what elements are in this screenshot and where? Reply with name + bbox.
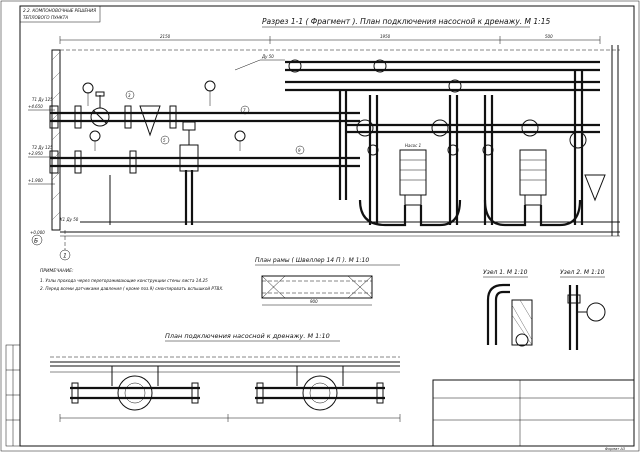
- wall-right: [611, 45, 619, 236]
- svg-text:5: 5: [163, 138, 166, 143]
- sheet-header: 2.2. КОМПОНОВОЧНЫЕ РЕШЕНИЯ ТЕПЛОВОГО ПУН…: [19, 5, 101, 23]
- pipeline-lower: T2 Ду 125: [32, 145, 360, 174]
- pipeline-upper: T1 Ду 125: [32, 97, 360, 129]
- note-1: 1. Узлы прохода через перегораживающие к…: [40, 278, 208, 283]
- dim-a: 1950: [380, 34, 391, 39]
- header-line1: 2.2. КОМПОНОВОЧНЫЕ РЕШЕНИЯ: [23, 8, 96, 13]
- elev-floor: +0.000: [30, 230, 45, 235]
- gauge-upper: [82, 80, 216, 106]
- node1-title: Узел 1. М 1:10: [483, 269, 528, 276]
- title-block: [432, 379, 635, 447]
- pipe-t1-label: T1 Ду 125: [32, 97, 53, 102]
- frame-plan-title: План рамы ( Швеллер 14 П ). М 1:10: [255, 257, 369, 264]
- note-2: 2. Перед всеми датчиками давления ( кром…: [40, 286, 224, 291]
- pipeline-top-right: [285, 59, 600, 93]
- dim-b: 500: [545, 34, 553, 39]
- pipe-t2-label: T2 Ду 125: [32, 145, 53, 150]
- main-section-title: Разрез 1-1 ( Фрагмент ). План подключени…: [262, 17, 550, 26]
- inner-frame: [19, 5, 635, 447]
- drainage-pump-plan-2: [255, 366, 385, 411]
- floor: +0.000: [30, 230, 620, 237]
- drainage-plan: План подключения насосной к дренажу. М 1…: [50, 332, 400, 373]
- notes-heading: ПРИМЕЧАНИЕ:: [40, 268, 74, 274]
- pump-2: [483, 149, 582, 227]
- header-line2: ТЕПЛОВОГО ПУНКТА: [23, 15, 68, 20]
- drainage-pump-plan-1: [70, 366, 200, 411]
- gauge-lower: [89, 130, 246, 151]
- dimension-top: 2150 1950 500: [59, 34, 601, 44]
- pump-label: Насос 1: [405, 143, 421, 148]
- axis-marker: 1: [59, 230, 71, 261]
- drainage-plan-title: План подключения насосной к дренажу. М 1…: [165, 332, 330, 340]
- svg-text:Ду 50: Ду 50: [261, 54, 274, 59]
- frame-plan: План рамы ( Швеллер 14 П ). М 1:10 900: [255, 257, 400, 306]
- strainer: [139, 105, 161, 137]
- svg-text:1: 1: [63, 253, 67, 260]
- elevations-left: +4.650 +2.950 +1.900: [28, 104, 55, 185]
- format-label: Формат А3: [605, 447, 625, 451]
- control-valve: [179, 121, 199, 172]
- svg-text:7: 7: [243, 108, 246, 113]
- svg-text:900: 900: [310, 299, 318, 304]
- svg-text:3: 3: [128, 93, 131, 98]
- section-marker: Б: [31, 234, 43, 246]
- pipe-down-left: [109, 170, 194, 225]
- drain-label: K1 Ду 50: [60, 217, 79, 222]
- elev-low: +1.900: [28, 178, 43, 183]
- svg-text:Б: Б: [34, 238, 38, 245]
- check-valves: [367, 131, 606, 202]
- notes: ПРИМЕЧАНИЕ: 1. Узлы прохода через перего…: [40, 268, 224, 291]
- valve-upper-1: [90, 91, 110, 127]
- drain-pipe: K1 Ду 50: [60, 217, 620, 223]
- pump-1: Насос 1: [358, 143, 462, 227]
- elev-mid: +2.950: [28, 151, 43, 156]
- binding-strip: [5, 344, 21, 447]
- node-2: Узел 2. М 1:10: [560, 269, 606, 350]
- pipeline-mid-right: [346, 119, 600, 137]
- drainage-dims: [59, 414, 401, 422]
- elev-top: +4.650: [28, 104, 43, 109]
- node2-title: Узел 2. М 1:10: [560, 269, 605, 276]
- dim-total: 2150: [160, 34, 171, 39]
- leader-labels: Ду 50 3 5 7 9: [125, 54, 305, 155]
- node-1: Узел 1. М 1:10: [483, 269, 533, 347]
- svg-text:9: 9: [298, 148, 301, 153]
- wall-left: [51, 49, 61, 231]
